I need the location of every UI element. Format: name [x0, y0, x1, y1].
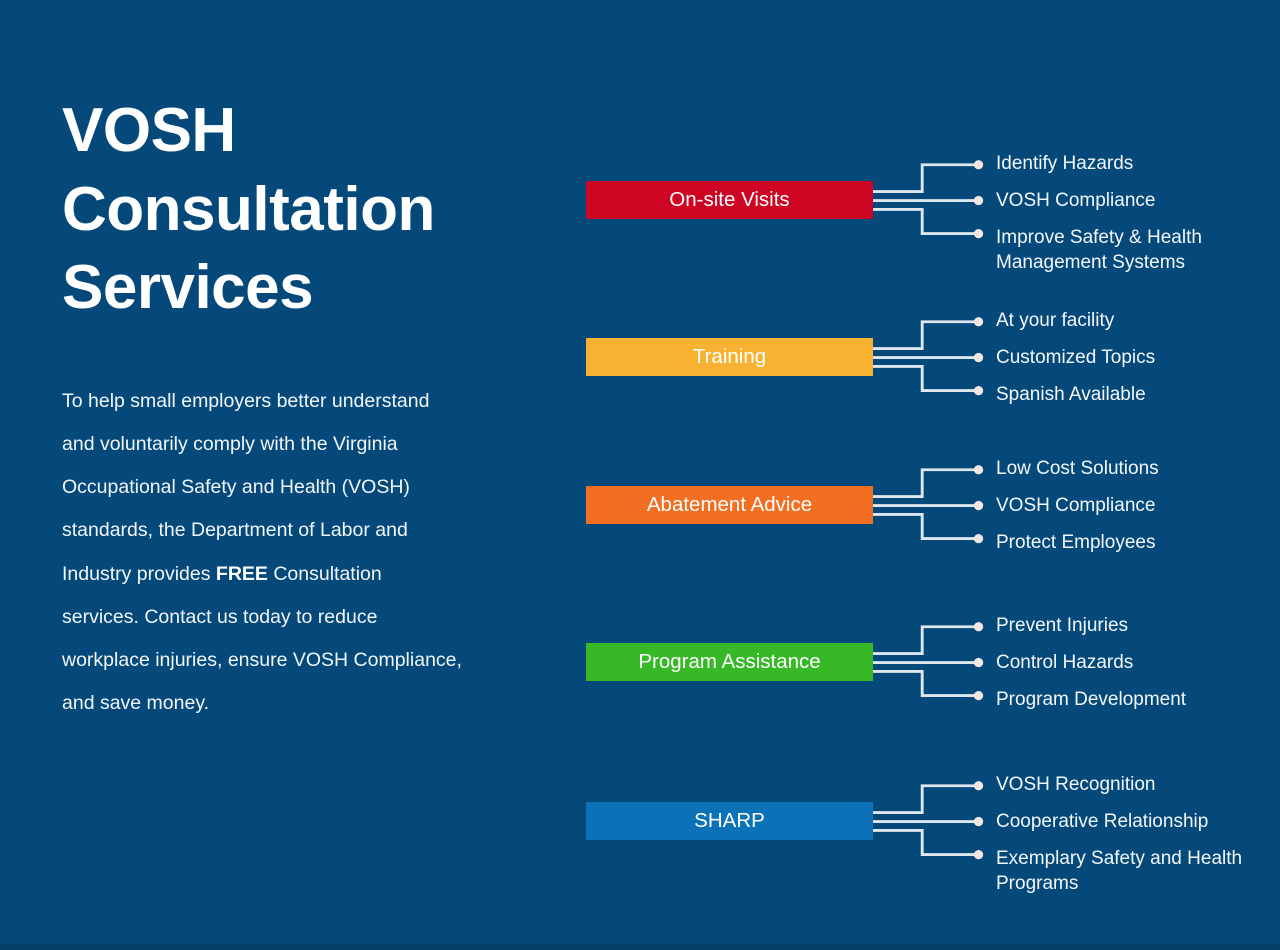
service-category-box[interactable]: Training [586, 338, 873, 376]
title-line-3: Services [62, 253, 314, 323]
service-item: Cooperative Relationship [996, 811, 1209, 832]
bullet-dot-icon [973, 622, 984, 632]
service-item: Low Cost Solutions [996, 458, 1159, 479]
bullet-dot-icon [973, 849, 984, 860]
service-item: Program Development [996, 689, 1187, 710]
intro-emphasis-free: FREE [215, 562, 268, 585]
connector-path [873, 829, 979, 857]
connector-lines [873, 160, 984, 239]
intro-paragraph: To help small employers better understan… [62, 380, 462, 725]
bullet-dot-icon [973, 690, 984, 701]
service-category-box[interactable]: Abatement Advice [586, 486, 873, 524]
connector-path [873, 468, 979, 499]
title-line-1: VOSH [62, 96, 236, 165]
service-category-box[interactable]: Program Assistance [586, 643, 873, 681]
service-item: Exemplary Safety and Health Programs [996, 848, 1243, 895]
left-column: VOSH Consultation Services To help small… [62, 92, 542, 725]
bullet-dot-icon [973, 385, 984, 396]
connector-path [873, 365, 979, 393]
bullet-dot-icon [973, 533, 984, 544]
connector-lines [873, 622, 984, 701]
service-item: VOSH Compliance [996, 495, 1156, 516]
bullet-dot-icon [973, 195, 984, 206]
service-item: Prevent Injuries [996, 615, 1129, 636]
connector-path [873, 670, 979, 698]
connector-path [873, 208, 979, 236]
intro-text-part-1: To help small employers better understan… [62, 390, 430, 585]
service-item: Customized Topics [996, 347, 1156, 368]
service-item: Protect Employees [996, 532, 1156, 553]
service-item: Control Hazards [996, 652, 1134, 673]
page-title: VOSH Consultation Services [62, 92, 542, 328]
service-category-box[interactable]: On-site Visits [586, 181, 873, 219]
connector-path [873, 320, 979, 351]
title-line-2: Consultation [62, 174, 435, 244]
bullet-dot-icon [973, 160, 984, 170]
connector-path [873, 513, 979, 541]
service-category-label: Program Assistance [638, 649, 821, 673]
service-item: At your facility [996, 310, 1115, 331]
bullet-dot-icon [973, 465, 984, 475]
bullet-dot-icon [973, 657, 984, 668]
service-item: Improve Safety & Health Management Syste… [996, 227, 1202, 274]
bullet-dot-icon [973, 317, 984, 327]
bullet-dot-icon [973, 228, 984, 239]
service-item: Identify Hazards [996, 153, 1134, 174]
service-category-label: On-site Visits [669, 187, 790, 211]
service-item: VOSH Recognition [996, 774, 1156, 795]
service-category-label: Abatement Advice [646, 492, 813, 516]
bullet-dot-icon [973, 500, 984, 511]
connector-path [873, 625, 979, 656]
connector-path [873, 163, 979, 194]
bullet-dot-icon [973, 781, 984, 791]
bullet-dot-icon [973, 816, 984, 827]
service-category-box[interactable]: SHARP [586, 802, 873, 840]
connector-path [873, 784, 979, 815]
service-category-label: Training [692, 344, 767, 368]
intro-text-part-2: Consultation services. Contact us today … [62, 562, 462, 714]
bullet-dot-icon [973, 352, 984, 363]
connector-lines [873, 317, 984, 396]
connector-lines [873, 465, 984, 544]
service-category-label: SHARP [694, 808, 765, 832]
service-item: Spanish Available [996, 384, 1146, 405]
service-item: VOSH Compliance [996, 190, 1156, 211]
connector-lines [873, 781, 984, 860]
